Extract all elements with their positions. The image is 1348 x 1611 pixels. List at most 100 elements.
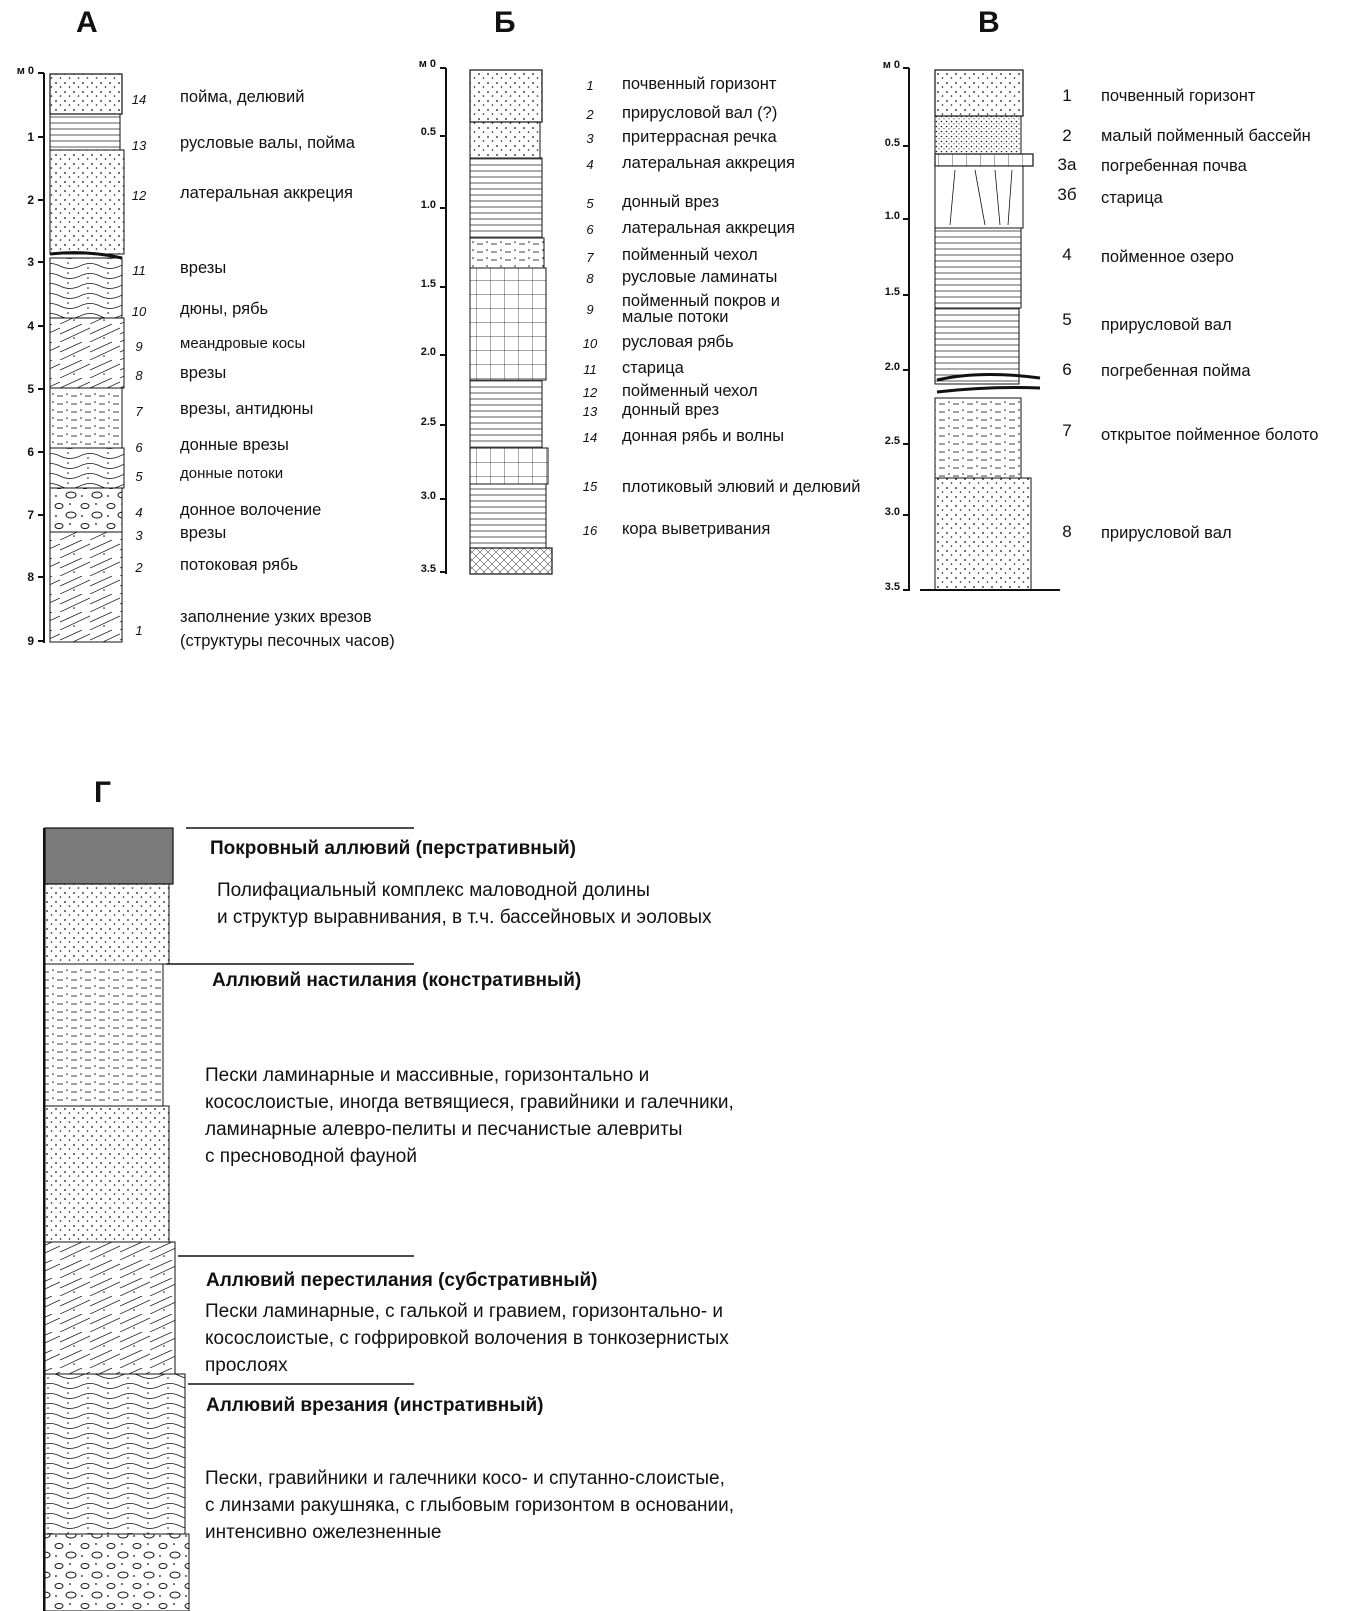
layer-label: латеральная аккреция: [622, 219, 795, 238]
layer-number: 3б: [1055, 185, 1079, 205]
facies-description-line: Пески ламинарные и массивные, горизонтал…: [205, 1062, 649, 1089]
axis-label-b: 1.5: [406, 278, 436, 290]
facies-description-line: ламинарные алевро-пелиты и песчанистые а…: [205, 1116, 682, 1143]
axis-label-c: 0.5: [870, 137, 900, 149]
axis-label-c: 2.0: [870, 361, 900, 373]
layer-number: 12: [127, 188, 151, 203]
column-a: [38, 73, 124, 643]
layer-label: врезы: [180, 259, 226, 278]
axis-label-b: 3.0: [406, 490, 436, 502]
layer-number: 12: [578, 385, 602, 400]
layer-number: 11: [578, 362, 602, 377]
layer-label: донный врез: [622, 401, 719, 420]
layer-label: погребенная почва: [1101, 157, 1247, 176]
axis-label-b: 0.5: [406, 126, 436, 138]
facies-description-line: косослоистые, иногда ветвящиеся, гравийн…: [205, 1089, 734, 1116]
axis-label-c: 2.5: [870, 435, 900, 447]
layer-label: притеррасная речка: [622, 128, 777, 147]
layer-label: донный врез: [622, 193, 719, 212]
layer-number: 6: [127, 440, 151, 455]
axis-label-a: 4: [4, 319, 34, 333]
layer-number: 4: [578, 157, 602, 172]
facies-title: Аллювий настилания (констративный): [212, 970, 581, 992]
layer-number: 5: [127, 469, 151, 484]
layer-number: 14: [578, 430, 602, 445]
layer-number: 4: [127, 505, 151, 520]
panel-letter-a: А: [76, 6, 98, 40]
facies-title: Покровный аллювий (перстративный): [210, 838, 576, 860]
facies-title: Аллювий перестилания (субстративный): [206, 1270, 597, 1292]
panel-letter-b: Б: [494, 6, 516, 40]
layer-number: 7: [578, 250, 602, 265]
layer-label: русловая рябь: [622, 333, 734, 352]
layer-label: пойменное озеро: [1101, 248, 1234, 267]
layer-number: 15: [578, 479, 602, 494]
facies-description-line: косослоистые, с гофрировкой волочения в …: [205, 1325, 729, 1352]
layer-label: открытое пойменное болото: [1101, 426, 1318, 445]
layer-number: 5: [1055, 310, 1079, 330]
layer-label-line2: (структуры песочных часов): [180, 632, 395, 651]
layer-label: старица: [1101, 189, 1163, 208]
axis-label-a: м 0: [4, 65, 34, 77]
axis-label-b: 1.0: [406, 199, 436, 211]
panel-letter-c: В: [978, 6, 1000, 40]
layer-number: 7: [1055, 421, 1079, 441]
layer-number: 8: [1055, 522, 1079, 542]
layer-number: 13: [578, 404, 602, 419]
layer-number: 6: [1055, 360, 1079, 380]
facies-title: Аллювий врезания (инстративный): [206, 1395, 543, 1417]
layer-number: 3: [127, 528, 151, 543]
layer-label: малый пойменный бассейн: [1101, 127, 1311, 146]
layer-label: прирусловой вал: [1101, 524, 1232, 543]
layer-label: прирусловой вал: [1101, 316, 1232, 335]
layer-number: 9: [578, 302, 602, 317]
layer-number: 14: [127, 92, 151, 107]
layer-number: 1: [1055, 86, 1079, 106]
layer-label-line2: малые потоки: [622, 308, 729, 327]
axis-label-a: 3: [4, 255, 34, 269]
facies-description-line: Пески ламинарные, с галькой и гравием, г…: [205, 1298, 723, 1325]
axis-label-a: 6: [4, 445, 34, 459]
layer-label: прирусловой вал (?): [622, 104, 777, 123]
axis-label-a: 2: [4, 193, 34, 207]
axis-label-c: 3.5: [870, 581, 900, 593]
layer-label: русловые ламинаты: [622, 268, 777, 287]
layer-label: русловые валы, пойма: [180, 134, 355, 153]
facies-description-line: интенсивно ожелезненные: [205, 1519, 441, 1546]
layer-label: меандровые косы: [180, 335, 305, 352]
layer-label: заполнение узких врезов: [180, 608, 372, 627]
layer-number: 13: [127, 138, 151, 153]
column-b: [440, 68, 552, 574]
layer-number: 2: [578, 107, 602, 122]
layer-label: почвенный горизонт: [1101, 87, 1255, 106]
layer-number: 10: [578, 336, 602, 351]
layer-label: потоковая рябь: [180, 556, 298, 575]
layer-number: 1: [127, 623, 151, 638]
layer-number: 3а: [1055, 155, 1079, 175]
layer-label: врезы: [180, 524, 226, 543]
layer-number: 9: [127, 339, 151, 354]
layer-number: 8: [127, 368, 151, 383]
axis-label-c: 1.5: [870, 286, 900, 298]
layer-label: почвенный горизонт: [622, 75, 776, 94]
layer-label: латеральная аккреция: [622, 154, 795, 173]
axis-label-c: 3.0: [870, 506, 900, 518]
layer-number: 2: [127, 560, 151, 575]
layer-label: донное волочение: [180, 501, 321, 520]
panel-letter-d: Г: [94, 776, 111, 810]
axis-label-a: 1: [4, 130, 34, 144]
layer-number: 8: [578, 271, 602, 286]
layer-number: 11: [127, 263, 151, 278]
layer-label: пойменный чехол: [622, 246, 758, 265]
layer-label: латеральная аккреция: [180, 184, 353, 203]
axis-label-c: м 0: [870, 59, 900, 71]
layer-number: 16: [578, 523, 602, 538]
axis-label-b: м 0: [406, 58, 436, 70]
layer-label: пойменный чехол: [622, 382, 758, 401]
layer-label: донные потоки: [180, 465, 283, 482]
axis-label-a: 5: [4, 382, 34, 396]
layer-number: 3: [578, 131, 602, 146]
layer-label: плотиковый элювий и делювий: [622, 478, 860, 497]
layer-label: пойма, делювий: [180, 88, 304, 107]
